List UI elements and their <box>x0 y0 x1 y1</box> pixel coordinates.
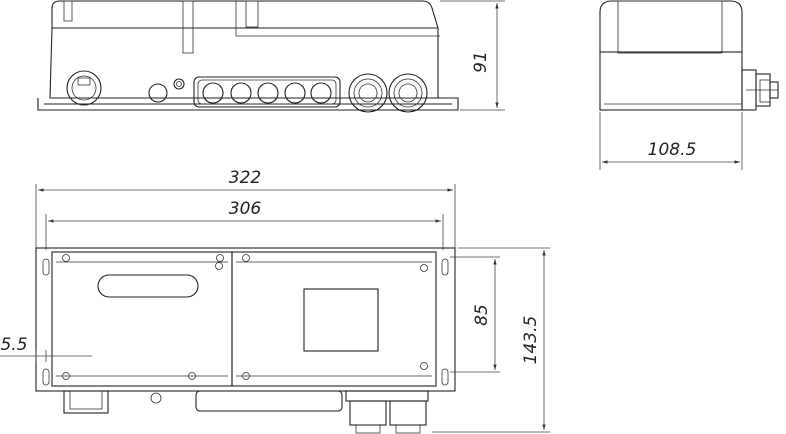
height-dimension-label: 91 <box>471 51 491 73</box>
edge-offset-label: 5.5 <box>0 335 27 355</box>
overall-width-label: 322 <box>229 168 261 188</box>
front-view: 91 <box>37 0 505 113</box>
mount-width-label: 306 <box>229 199 262 219</box>
side-view: 108.5 <box>599 0 779 170</box>
plan-view: 322 306 <box>0 168 550 434</box>
depth-dimension-label: 108.5 <box>648 140 697 160</box>
mount-height-label: 85 <box>472 304 492 326</box>
overall-height-label: 143.5 <box>521 316 541 365</box>
